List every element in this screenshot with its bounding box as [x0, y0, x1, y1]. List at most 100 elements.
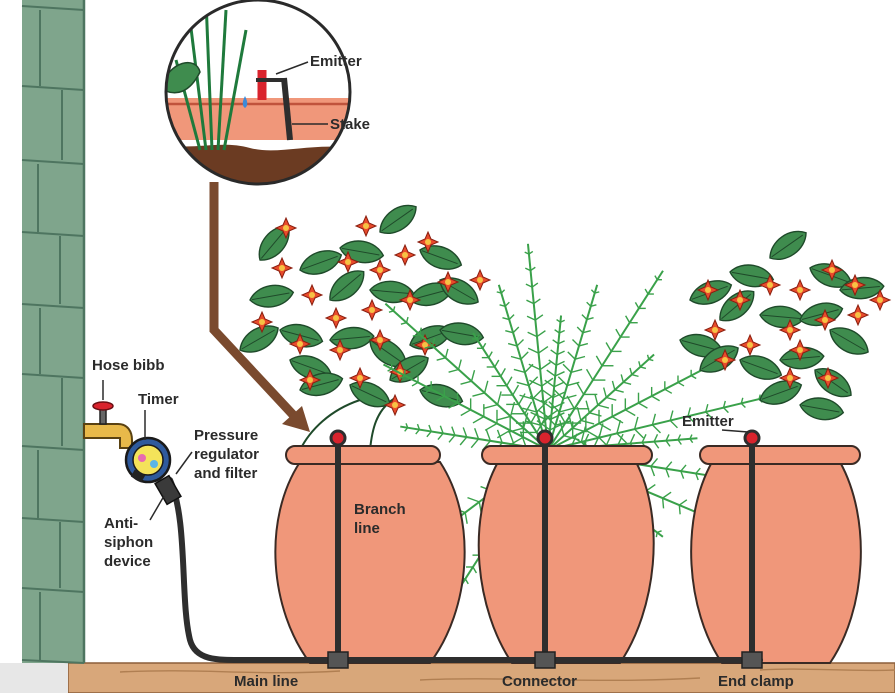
fern-leaflet	[465, 513, 467, 524]
fern-leaflet	[654, 442, 659, 449]
fern-leaflet	[461, 410, 471, 416]
emitter-icon	[745, 431, 759, 445]
fern-leaflet	[598, 405, 609, 408]
fern-leaflet	[577, 327, 583, 333]
fern-leaflet	[640, 367, 646, 369]
fern-leaflet	[388, 369, 392, 371]
center-pot	[479, 446, 654, 663]
fern-leaflet	[393, 306, 394, 311]
fern-leaflet	[528, 348, 538, 353]
fern-leaflet	[473, 417, 484, 423]
label-stake: Stake	[330, 115, 370, 134]
fern-leaflet	[485, 423, 497, 430]
fern-leaflet	[475, 428, 479, 439]
fern-leaflet	[649, 359, 654, 360]
fern-leaflet	[645, 289, 648, 294]
fern-leaflet	[534, 299, 541, 304]
fern-leaflet	[412, 382, 418, 385]
fern-leaflet	[577, 383, 584, 395]
left-pot	[275, 446, 464, 663]
fern-leaflet	[543, 390, 553, 397]
fern-leaflet	[652, 425, 660, 433]
fern-leaflet	[612, 417, 623, 423]
fern-leaflet	[635, 429, 644, 438]
fern-leaflet	[630, 434, 634, 443]
fern-leaflet	[567, 396, 574, 409]
fern-leaflet	[459, 360, 462, 370]
label-connector: Connector	[502, 672, 577, 691]
fern-leaflet	[449, 369, 459, 372]
fern-leaflet	[625, 410, 635, 416]
fern-leaflet	[696, 468, 700, 473]
connector-center	[535, 652, 555, 668]
fern-leaflet	[621, 374, 623, 382]
fern-leaflet	[626, 316, 630, 323]
right-pot	[691, 446, 861, 663]
label-pressure-regulator-line2: regulator	[194, 445, 259, 464]
fern-leaflet	[446, 349, 448, 358]
fern-leaflet	[528, 332, 537, 336]
fern-leaflet	[407, 317, 409, 323]
fern-leaflet	[427, 431, 431, 436]
fern-leaflet	[547, 370, 555, 376]
fern-leaflet	[551, 350, 558, 355]
fern-leaflet	[483, 343, 486, 348]
connector-left	[328, 652, 348, 668]
fern-leaflet	[652, 414, 655, 425]
fern-leaflet	[489, 352, 492, 358]
fern-leaflet	[540, 362, 550, 369]
emitter-icon	[331, 431, 345, 445]
fern-leaflet	[630, 368, 632, 375]
label-anti-siphon-line2: siphon	[104, 533, 153, 552]
timer-icon	[126, 438, 170, 482]
fern-leaflet	[389, 311, 394, 312]
fern-leaflet	[638, 403, 647, 408]
fern-leaflet	[507, 377, 512, 386]
fern-leaflet	[509, 315, 514, 320]
fern-leaflet	[615, 390, 624, 392]
fern-leaflet	[485, 381, 488, 393]
fern-leaflet	[559, 408, 573, 412]
fern-leaflet	[472, 393, 484, 396]
label-hose-bibb: Hose bibb	[92, 356, 165, 375]
fern-leaflet	[513, 327, 519, 333]
fern-leaflet	[554, 382, 564, 387]
fern-leaflet	[679, 505, 680, 514]
fern-leaflet	[604, 388, 607, 398]
main-line-tube	[170, 480, 760, 660]
fern-leaflet	[596, 356, 602, 366]
fern-leaflet	[486, 429, 490, 441]
fern-leaflet	[461, 381, 472, 384]
fern-leaflet	[678, 382, 684, 385]
fern-leaflet	[655, 276, 657, 280]
label-emitter: Emitter	[682, 412, 734, 431]
fern-leaflet	[438, 433, 443, 439]
fern-leaflet	[495, 360, 499, 367]
fern-leaflet	[616, 329, 621, 337]
fern-leaflet	[437, 358, 446, 360]
fern-leaflet	[521, 352, 528, 359]
label-pressure-regulator: Pressure regulator and filter	[194, 426, 259, 483]
fern-leaflet	[663, 498, 664, 508]
fern-leaflet	[568, 352, 575, 359]
fern-leaflet	[449, 435, 455, 442]
label-branch-line-line2: line	[354, 519, 406, 538]
label-pressure-regulator-line3: and filter	[194, 464, 259, 483]
fern-leaflet	[612, 381, 614, 390]
fern-leaflet	[663, 492, 671, 498]
fern-leaflet	[539, 347, 548, 354]
fern-leaflet	[635, 417, 638, 429]
fern-leaflet	[537, 331, 545, 337]
fern-leaflet	[553, 340, 559, 344]
fern-leaflet	[679, 500, 687, 505]
right-flowering-plant	[677, 224, 890, 423]
label-end-clamp: End clamp	[718, 672, 794, 691]
fern-leaflet	[606, 397, 616, 400]
fern-leaflet	[498, 391, 502, 404]
label-emitter-detail: Emitter	[310, 52, 362, 71]
fern-leaflet	[681, 465, 686, 471]
left-flowering-plant	[235, 198, 490, 450]
house-siding	[22, 0, 84, 663]
